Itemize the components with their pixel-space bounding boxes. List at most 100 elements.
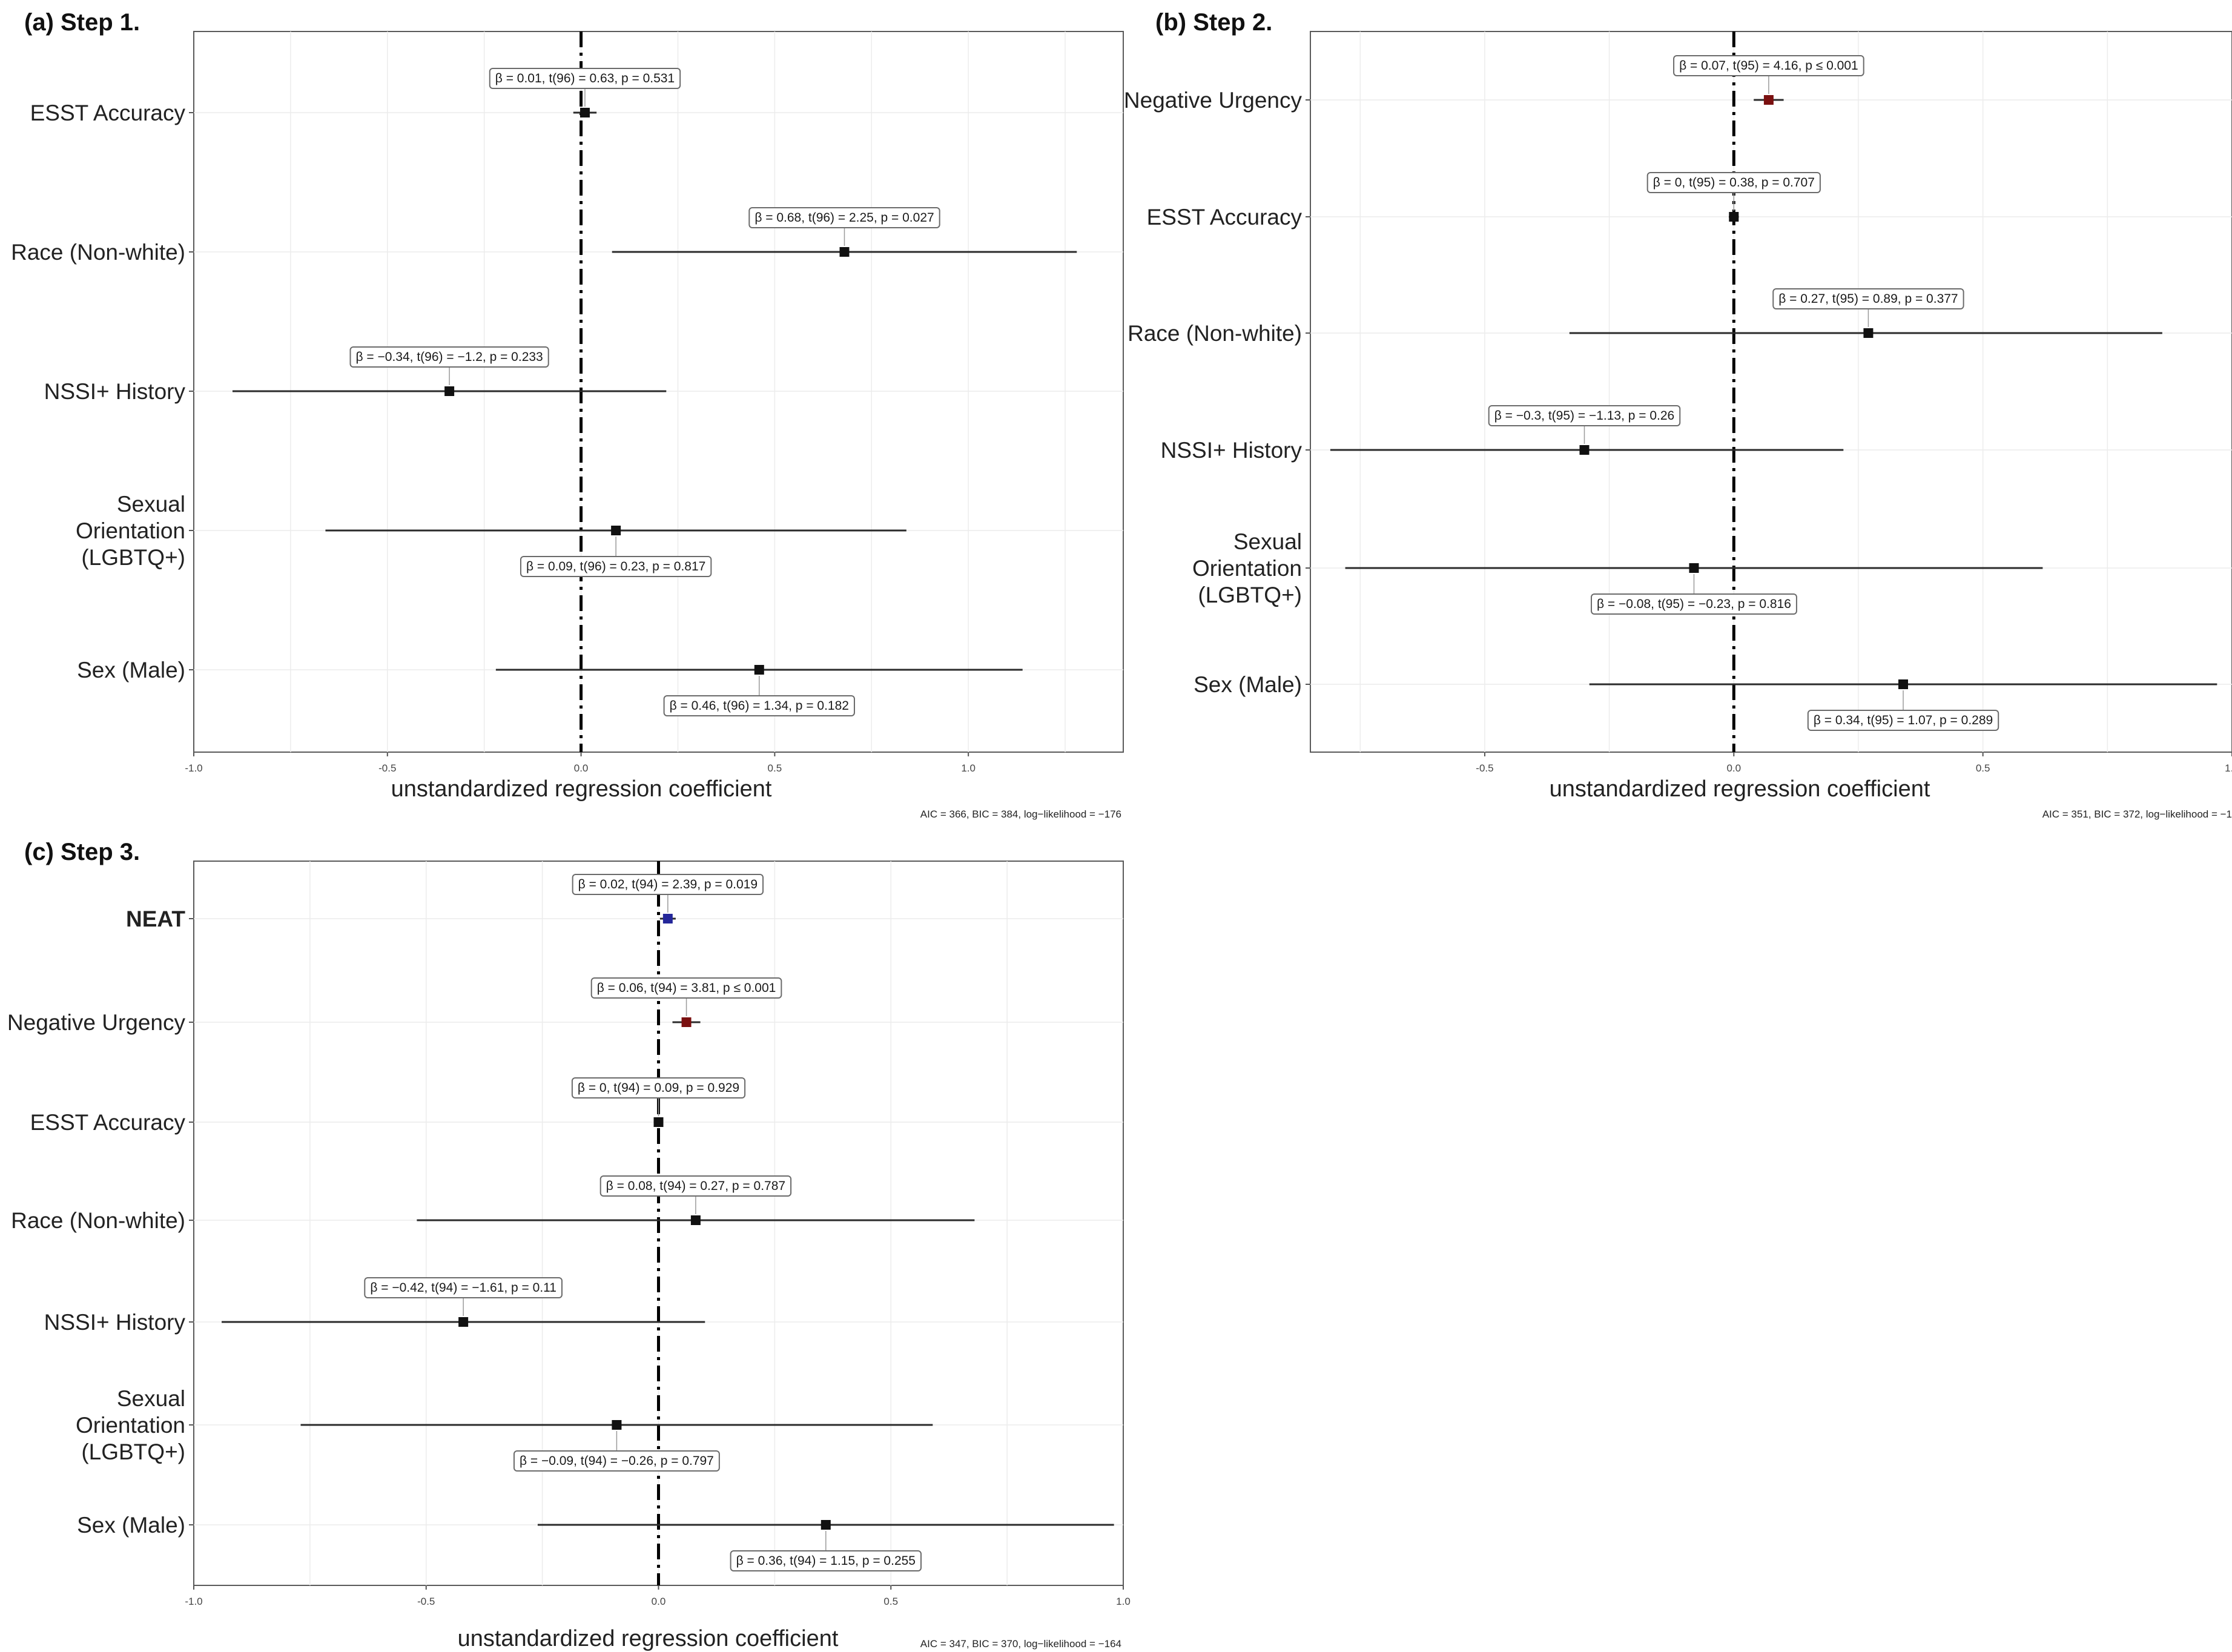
coefficient-point xyxy=(612,1420,622,1430)
coefficient-annotation: β = −0.42, t(94) = −1.61, p = 0.11 xyxy=(364,1277,563,1316)
model-fit-footnote: AIC = 351, BIC = 372, log−likelihood = −… xyxy=(2042,808,2232,820)
plot-frame xyxy=(1310,31,2232,753)
annotation-text: β = 0.46, t(96) = 1.34, p = 0.182 xyxy=(670,699,849,713)
annotation-box xyxy=(1673,55,1864,76)
x-tick-label: -0.5 xyxy=(1476,762,1493,774)
predictor-label: Sexual xyxy=(117,1386,185,1411)
annotation-box xyxy=(349,346,549,368)
coefficient-point xyxy=(444,386,455,396)
coefficient-point xyxy=(653,1117,664,1127)
x-tick-label: 0.5 xyxy=(768,762,782,774)
annotation-box xyxy=(572,874,764,895)
annotation-box xyxy=(590,977,782,999)
coefficient-annotation: β = −0.34, t(96) = −1.2, p = 0.233 xyxy=(349,346,549,385)
coefficient-annotation: β = 0.07, t(95) = 4.16, p ≤ 0.001 xyxy=(1673,55,1864,94)
coefficient-point xyxy=(662,914,673,923)
annotation-text: β = −0.09, t(94) = −0.26, p = 0.797 xyxy=(520,1454,714,1468)
coefficient-point xyxy=(611,526,621,535)
annotation-text: β = −0.08, t(95) = −0.23, p = 0.816 xyxy=(1597,597,1791,611)
coefficient-point xyxy=(1763,95,1774,105)
predictor-label: Orientation xyxy=(76,1413,185,1438)
annotation-text: β = 0.27, t(95) = 0.89, p = 0.377 xyxy=(1778,292,1958,306)
coefficient-annotation: β = 0.68, t(96) = 2.25, p = 0.027 xyxy=(748,207,940,246)
predictor-label: ESST Accuracy xyxy=(30,101,186,125)
coefficient-annotation: β = 0.46, t(96) = 1.34, p = 0.182 xyxy=(663,676,855,716)
predictor-label: NSSI+ History xyxy=(44,379,186,404)
annotation-box xyxy=(1591,593,1797,615)
coefficient-point xyxy=(1863,328,1874,338)
predictor-label: Race (Non-white) xyxy=(1128,321,1302,346)
coefficient-point xyxy=(1729,212,1739,222)
panel-b: -0.5 0.0 0.5 1.0 Negative Urgency β = 0.07, t… xyxy=(1124,9,2232,820)
x-tick-label: 0.5 xyxy=(883,1596,898,1607)
x-tick-label: 1.0 xyxy=(1116,1596,1131,1607)
predictor-label: Negative Urgency xyxy=(1124,88,1303,113)
x-tick-label: -1.0 xyxy=(185,762,202,774)
coefficient-point xyxy=(579,108,590,117)
coefficient-annotation: β = 0, t(94) = 0.09, p = 0.929 xyxy=(571,1077,746,1116)
x-tick-label: 0.5 xyxy=(1976,762,1990,774)
x-axis-title: unstandardized regression coefficient xyxy=(458,1626,839,1651)
predictor-label: (LGBTQ+) xyxy=(1198,583,1302,607)
annotation-box xyxy=(1772,288,1964,309)
coefficient-annotation: β = 0, t(95) = 0.38, p = 0.707 xyxy=(1646,172,1821,211)
x-tick-label: 1.0 xyxy=(961,762,976,774)
annotation-box xyxy=(748,207,940,228)
annotation-text: β = 0.08, t(94) = 0.27, p = 0.787 xyxy=(606,1179,785,1193)
coefficient-point xyxy=(1898,679,1909,689)
predictor-label: (LGBTQ+) xyxy=(81,545,185,570)
annotation-text: β = 0.34, t(95) = 1.07, p = 0.289 xyxy=(1814,713,1993,727)
model-fit-footnote: AIC = 347, BIC = 370, log−likelihood = −… xyxy=(920,1638,1121,1650)
predictor-label: Race (Non-white) xyxy=(11,1208,185,1233)
predictor-label: ESST Accuracy xyxy=(30,1110,186,1135)
coefficient-annotation: β = 0.09, t(96) = 0.23, p = 0.817 xyxy=(520,537,712,577)
coefficient-point xyxy=(754,665,764,675)
annotation-text: β = 0, t(95) = 0.38, p = 0.707 xyxy=(1653,176,1815,190)
predictor-label: NSSI+ History xyxy=(44,1310,186,1335)
predictor-label: ESST Accuracy xyxy=(1147,205,1303,230)
coefficient-annotation: β = 0.27, t(95) = 0.89, p = 0.377 xyxy=(1772,288,1964,327)
predictor-label: Sex (Male) xyxy=(77,658,185,682)
predictor-label: Sex (Male) xyxy=(77,1513,185,1538)
x-axis-title: unstandardized regression coefficient xyxy=(1550,776,1930,802)
coefficient-annotation: β = 0.06, t(94) = 3.81, p ≤ 0.001 xyxy=(590,977,782,1016)
annotation-box xyxy=(1807,710,1999,731)
x-tick-label: 1.0 xyxy=(2225,762,2232,774)
annotation-box xyxy=(364,1277,563,1298)
x-tick-label: 0.0 xyxy=(652,1596,666,1607)
annotation-text: β = 0.68, t(96) = 2.25, p = 0.027 xyxy=(754,211,934,225)
annotation-text: β = −0.34, t(96) = −1.2, p = 0.233 xyxy=(356,350,543,364)
annotation-box xyxy=(513,1450,720,1472)
annotation-text: β = 0.02, t(94) = 2.39, p = 0.019 xyxy=(578,877,758,891)
coefficient-point xyxy=(1689,563,1699,573)
x-tick-label: -1.0 xyxy=(185,1596,202,1607)
annotation-text: β = 0.36, t(94) = 1.15, p = 0.255 xyxy=(736,1554,916,1568)
annotation-box xyxy=(489,68,681,89)
annotation-text: β = 0, t(94) = 0.09, p = 0.929 xyxy=(578,1081,739,1095)
coefficient-point xyxy=(690,1215,701,1225)
annotation-box xyxy=(1488,405,1681,426)
annotation-box xyxy=(520,556,712,577)
coefficient-annotation: β = −0.3, t(95) = −1.13, p = 0.26 xyxy=(1488,405,1681,444)
x-tick-label: 0.0 xyxy=(1726,762,1741,774)
coefficient-point xyxy=(839,247,850,257)
x-tick-label: 0.0 xyxy=(574,762,589,774)
predictor-label: Race (Non-white) xyxy=(11,240,185,265)
annotation-box xyxy=(599,1175,792,1197)
coefficient-annotation: β = −0.09, t(94) = −0.26, p = 0.797 xyxy=(513,1431,720,1472)
annotation-box xyxy=(730,1550,922,1571)
annotation-box xyxy=(571,1077,746,1099)
coefficient-annotation: β = 0.36, t(94) = 1.15, p = 0.255 xyxy=(730,1531,922,1571)
annotation-text: β = −0.42, t(94) = −1.61, p = 0.11 xyxy=(370,1281,556,1295)
predictor-label: Sexual xyxy=(1233,529,1302,554)
model-fit-footnote: AIC = 366, BIC = 384, log−likelihood = −… xyxy=(920,808,1121,820)
predictor-label: Orientation xyxy=(1192,556,1302,581)
annotation-text: β = −0.3, t(95) = −1.13, p = 0.26 xyxy=(1494,409,1675,423)
predictor-label: NSSI+ History xyxy=(1161,438,1303,463)
panel-title: (b) Step 2. xyxy=(1155,9,1272,36)
coefficient-point xyxy=(681,1017,692,1027)
annotation-text: β = 0.01, t(96) = 0.63, p = 0.531 xyxy=(495,71,675,85)
